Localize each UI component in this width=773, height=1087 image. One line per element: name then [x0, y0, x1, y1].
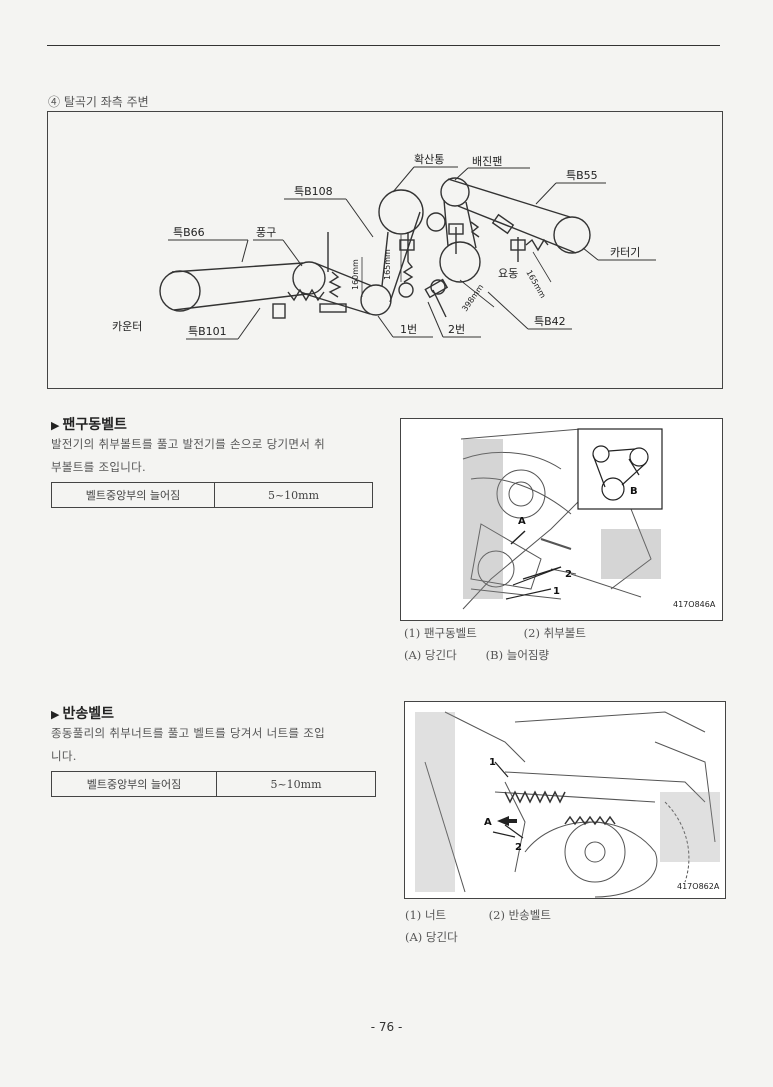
belt-layout-diagram: 확산통 배진팬 특B55 특B108 특B66 풍구 카터기 요동 카운터 특B… — [47, 111, 723, 389]
caption-item-a: (A) 당긴다 — [405, 930, 458, 944]
caption-item-1: (1) 팬구동벨트 — [404, 626, 477, 640]
label-hwaksantong: 확산통 — [414, 153, 444, 166]
dim-160: 160mm — [351, 259, 360, 290]
caption-item-1: (1) 너트 — [405, 908, 447, 922]
photo-code: 417O862A — [677, 882, 720, 891]
conveyor-belt-text-line1: 종동풀리의 취부너트를 풀고 벨트를 당겨서 너트를 조입 — [51, 726, 325, 740]
arrow-left-icon — [497, 816, 517, 826]
label-cutter: 카터기 — [610, 246, 640, 259]
label-b108: 특B108 — [294, 185, 333, 198]
conveyor-belt-text-line2: 니다. — [51, 749, 77, 763]
caption-item-b: (B) 늘어짐량 — [485, 648, 550, 662]
dim-165b: 165mm — [524, 269, 547, 300]
label-baejinpaen: 배진팬 — [472, 155, 502, 168]
counter-pulley — [159, 270, 201, 312]
label-b66: 특B66 — [173, 226, 205, 239]
triangle-bullet-icon: ▶ — [51, 708, 60, 721]
callout-2: 2 — [515, 842, 522, 853]
conveyor-belt-photo: 1 A 2 417O862A — [404, 701, 726, 899]
spec-label: 벨트중앙부의 늘어짐 — [51, 771, 217, 797]
label-b55: 특B55 — [566, 169, 598, 182]
page-number: - 76 - — [370, 1020, 403, 1034]
dust-fan-pulley — [440, 177, 470, 207]
diffuser-pulley — [378, 189, 424, 235]
dim-165a: 165mm — [383, 249, 392, 280]
fan-belt-text-line1: 발전기의 취부볼트를 풀고 발전기를 손으로 당기면서 취 — [51, 437, 325, 451]
spec-value: 5~10mm — [216, 771, 376, 797]
cutter-pulley — [553, 216, 591, 254]
photo-code: 417O846A — [673, 600, 716, 609]
label-b42: 특B42 — [534, 315, 566, 328]
label-no1: 1번 — [400, 323, 417, 336]
caption-item-a: (A) 당긴다 — [404, 648, 457, 662]
conveyor-belt-spec-table: 벨트중앙부의 늘어짐 5~10mm — [51, 771, 376, 797]
spec-label: 벨트중앙부의 늘어짐 — [51, 482, 215, 508]
callout-1: 1 — [489, 757, 496, 768]
label-counter: 카운터 — [112, 320, 142, 333]
fan-pulley — [292, 261, 326, 295]
belt-diagram-svg: 확산통 배진팬 특B55 특B108 특B66 풍구 카터기 요동 카운터 특B… — [112, 153, 656, 340]
fan-belt-instructions: 발전기의 취부볼트를 풀고 발전기를 손으로 당기면서 취 부볼트를 조입니다. — [51, 433, 381, 479]
label-b101: 특B101 — [188, 325, 227, 338]
label-yodong: 요동 — [498, 267, 518, 280]
fan-belt-caption: (1) 팬구동벨트 (2) 취부볼트 (A) 당긴다 (B) 늘어짐량 — [404, 622, 724, 666]
triangle-bullet-icon: ▶ — [51, 419, 60, 432]
section-title: ④ 탈곡기 좌측 주변 — [48, 95, 149, 109]
callout-1: 1 — [553, 586, 560, 597]
conveyor-belt-caption: (1) 너트 (2) 반송벨트 (A) 당긴다 — [405, 904, 725, 948]
fan-belt-spec-table: 벨트중앙부의 늘어짐 5~10mm — [51, 482, 373, 508]
callout-a: A — [518, 516, 526, 527]
spec-value: 5~10mm — [214, 482, 373, 508]
callout-b: B — [630, 486, 638, 497]
auger2-pulley — [439, 241, 481, 283]
callout-a: A — [484, 817, 492, 828]
label-no2: 2번 — [448, 323, 465, 336]
caption-item-2: (2) 취부볼트 — [523, 626, 586, 640]
label-punggu: 풍구 — [256, 226, 276, 239]
auger1-pulley — [360, 284, 392, 316]
header-rule — [47, 45, 720, 46]
dim-398: 398mm — [460, 283, 485, 314]
conveyor-belt-instructions: 종동풀리의 취부너트를 풀고 벨트를 당겨서 너트를 조입 니다. — [51, 722, 381, 768]
fan-belt-photo: B A 2 1 417O846A — [400, 418, 723, 621]
conveyor-belt-heading: ▶반송벨트 — [51, 706, 114, 722]
fan-belt-text-line2: 부볼트를 조입니다. — [51, 460, 146, 474]
caption-item-2: (2) 반송벨트 — [488, 908, 551, 922]
fan-belt-heading: ▶팬구동벨트 — [51, 417, 127, 433]
callout-2: 2 — [565, 569, 572, 580]
